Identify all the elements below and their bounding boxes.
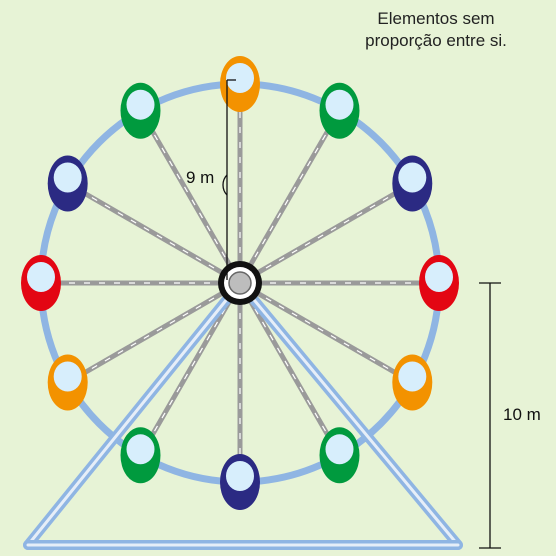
height-label: 10 m: [503, 405, 541, 424]
cabin: [319, 427, 360, 484]
cabin: [47, 155, 88, 212]
cabin: [220, 454, 260, 510]
spokes: [41, 84, 439, 482]
cabin: [392, 155, 433, 212]
spoke-highlight: [139, 110, 241, 284]
note-line-1: Elementos sem: [377, 9, 495, 28]
cabin: [319, 82, 360, 139]
spoke-highlight: [239, 182, 413, 284]
cabin: [47, 354, 88, 411]
radius-brace: [222, 174, 228, 196]
spoke-highlight: [67, 182, 241, 284]
radius-label: 9 m: [186, 168, 215, 187]
spoke-highlight: [239, 110, 341, 284]
wheel-hub: [218, 261, 262, 305]
cabin: [392, 354, 433, 411]
cabin: [21, 255, 61, 311]
cabin: [120, 82, 161, 139]
spoke-highlight: [239, 282, 341, 456]
spoke-highlight: [139, 282, 241, 456]
proportion-note: Elementos sem proporção entre si.: [326, 8, 546, 52]
cabins: [21, 56, 459, 510]
support-frame: [23, 278, 463, 550]
cabin: [120, 427, 161, 484]
spoke-highlight: [67, 282, 241, 384]
cabin: [220, 56, 260, 112]
note-line-2: proporção entre si.: [365, 31, 507, 50]
support-beam-highlight: [238, 281, 460, 547]
spoke-highlight: [239, 282, 413, 384]
support-beam-highlight: [26, 281, 242, 547]
cabin: [419, 255, 459, 311]
dimension-markers: [222, 79, 501, 549]
